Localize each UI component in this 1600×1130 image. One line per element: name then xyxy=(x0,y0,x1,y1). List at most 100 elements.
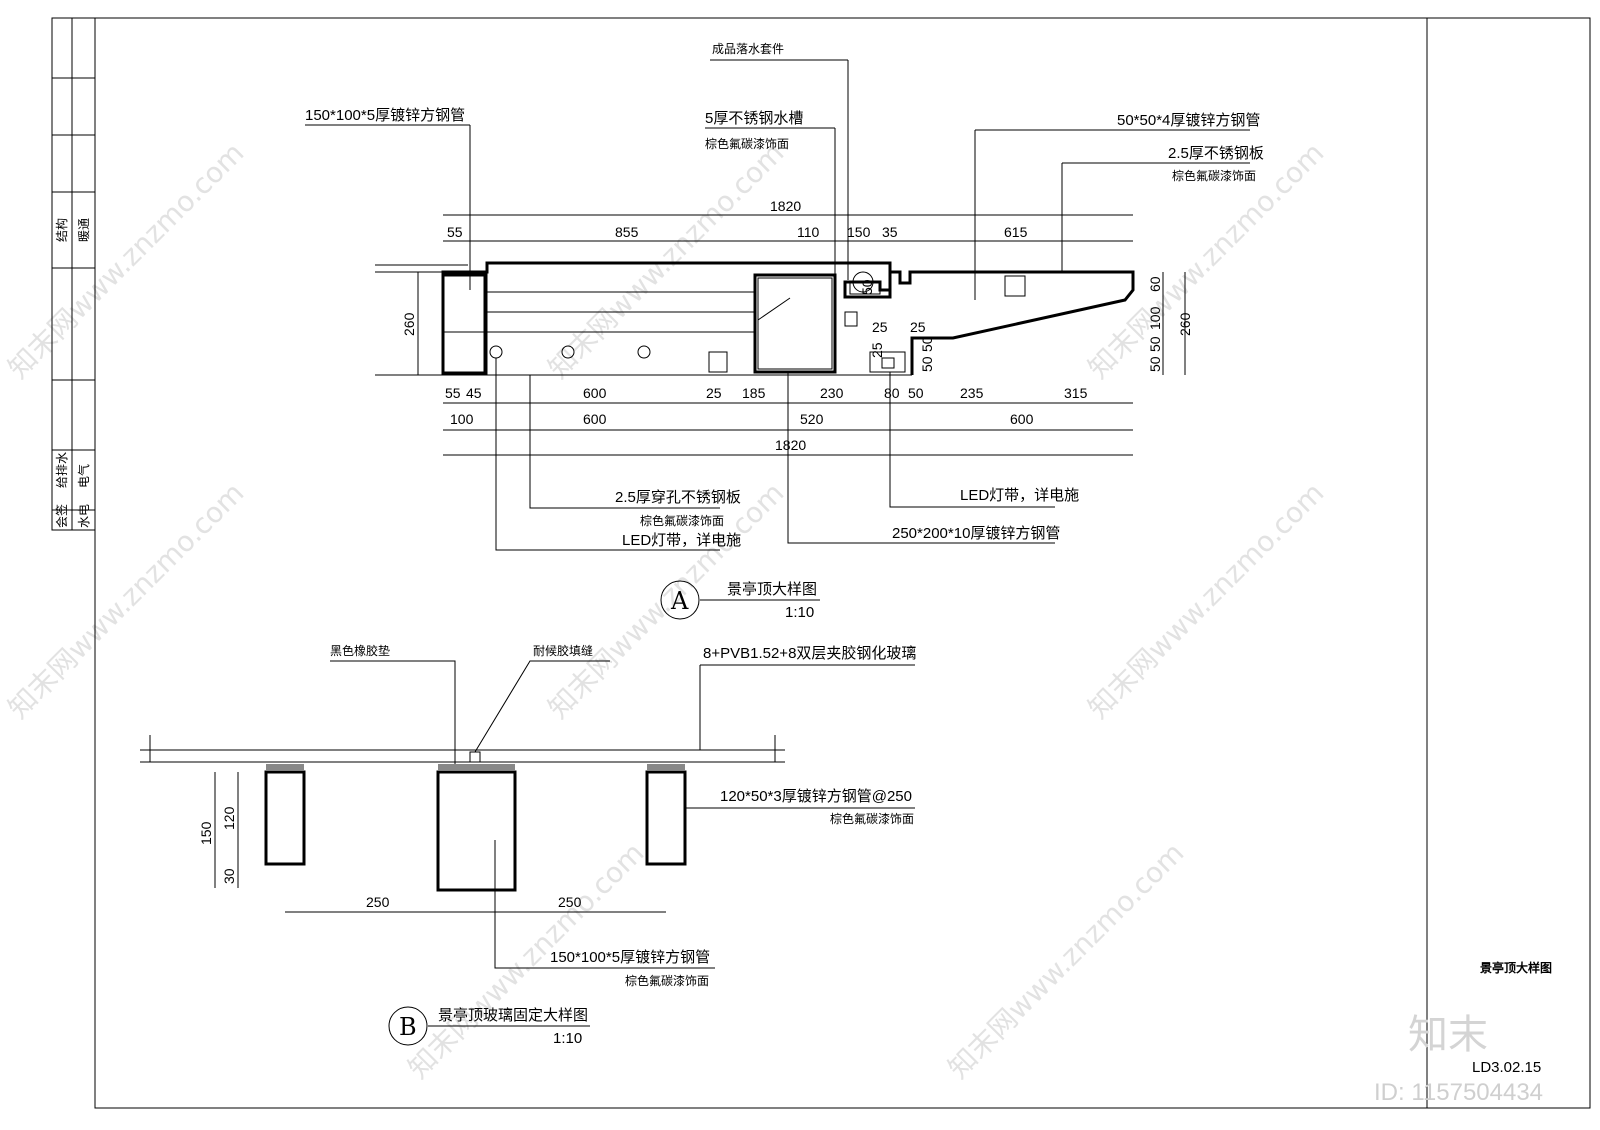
gutter xyxy=(849,281,881,295)
label-plate-25-finish: 棕色氟碳漆饰面 xyxy=(1172,168,1256,183)
sidebar-cell: 电气 xyxy=(76,464,91,488)
led-strip xyxy=(881,357,895,369)
dim-text: 1820 xyxy=(775,437,806,453)
label-gutter-finish: 棕色氟碳漆饰面 xyxy=(705,136,789,151)
watermark: 知末网www.znzmo.com xyxy=(542,136,791,385)
leader xyxy=(495,358,720,551)
label-plate-25: 2.5厚不锈钢板 xyxy=(1168,144,1264,162)
drain-kit xyxy=(852,271,874,293)
sign-off-table: 结构 暖通 给排水 电气 会签 水电 xyxy=(51,17,96,531)
label-gutter: 5厚不锈钢水槽 xyxy=(705,110,803,127)
watermark: 知末网www.znzmo.com xyxy=(2,136,251,385)
label-tube-150: 150*100*5厚镀锌方钢管 xyxy=(550,949,710,966)
sidebar-cell: 水电 xyxy=(77,504,91,528)
detail-b-title: 景亭顶玻璃固定大样图 xyxy=(438,1006,588,1024)
rubber-pad xyxy=(647,764,685,770)
rubber-pad xyxy=(266,764,304,770)
dim-text: 50 xyxy=(919,356,935,372)
label-tube-120-finish: 棕色氟碳漆饰面 xyxy=(830,811,914,826)
dim-text: 150 xyxy=(847,224,871,240)
label-rubber: 黑色橡胶垫 xyxy=(330,643,390,658)
label-square-tube-250: 250*200*10厚镀锌方钢管 xyxy=(892,525,1060,542)
label-square-tube-50: 50*50*4厚镀锌方钢管 xyxy=(1117,112,1260,129)
sidebar-cell: 会签 xyxy=(54,504,69,528)
dim-text: 35 xyxy=(882,224,898,240)
dim-text: 80 xyxy=(884,385,900,401)
dim-text: 55 xyxy=(447,224,463,240)
dim-text: 55 xyxy=(445,385,461,401)
square-tube-250 xyxy=(753,273,837,374)
dim-text: 150 xyxy=(198,821,214,845)
dim-text: 520 xyxy=(800,411,824,427)
sidebar-cell: 给排水 xyxy=(55,452,69,488)
dim-text: 235 xyxy=(960,385,984,401)
tube-150 xyxy=(436,770,517,892)
led-bracket xyxy=(869,351,906,373)
tube-hatch xyxy=(757,297,791,321)
watermark: 知末网www.znzmo.com xyxy=(942,836,1191,1085)
dim-text: 100 xyxy=(450,411,474,427)
dim-text: 260 xyxy=(401,312,417,336)
drawing-name: 景亭顶大样图 xyxy=(1480,960,1552,975)
dim-text: 1820 xyxy=(770,198,801,214)
label-perforated: 2.5厚穿孔不锈钢板 xyxy=(615,488,741,506)
dim-text: 50 xyxy=(1147,336,1163,352)
tube-120 xyxy=(645,770,687,866)
drain-pipe xyxy=(844,311,858,327)
dim-text: 600 xyxy=(1010,411,1034,427)
leader xyxy=(889,372,1055,508)
logo: 知末 xyxy=(1408,1013,1488,1057)
label-led-right: LED灯带，详电施 xyxy=(960,487,1079,504)
dim-text: 25 xyxy=(869,342,885,358)
label-tube-120: 120*50*3厚镀锌方钢管@250 xyxy=(720,788,912,805)
label-glass: 8+PVB1.52+8双层夹胶钢化玻璃 xyxy=(703,645,916,662)
led-fixture xyxy=(637,345,651,359)
dim-text: 60 xyxy=(1147,276,1163,292)
dim-text: 45 xyxy=(466,385,482,401)
detail-marker-a xyxy=(660,580,700,620)
marker-a-letter: A xyxy=(670,587,689,615)
dim-text: 120 xyxy=(221,806,237,830)
leader xyxy=(330,660,456,764)
watermark-layer: 知末网www.znzmo.com 知末网www.znzmo.com 知末网www… xyxy=(2,136,1331,1085)
dim-text: 230 xyxy=(820,385,844,401)
rubber-pad xyxy=(438,764,515,770)
dim-text: 50 xyxy=(1147,356,1163,372)
dim-text: 50 xyxy=(908,385,924,401)
dim-text: 110 xyxy=(797,224,820,240)
dim-text: 50 xyxy=(859,279,875,295)
detail-b: 150 120 30 250 250 黑色橡胶垫 耐候胶填缝 8+PVB1.52… xyxy=(140,643,916,1047)
detail-a-title: 景亭顶大样图 xyxy=(727,580,817,598)
id-text: ID: 1157504434 xyxy=(1374,1079,1543,1106)
sheet-number: LD3.02.15 xyxy=(1472,1059,1541,1076)
dim-text: 25 xyxy=(910,319,926,335)
dim-text: 855 xyxy=(615,224,639,240)
label-led-left: LED灯带，详电施 xyxy=(622,532,741,549)
dim-text: 250 xyxy=(558,894,582,910)
dim-text: 25 xyxy=(706,385,722,401)
square-tube-250-inner xyxy=(757,277,833,370)
label-perforated-finish: 棕色氟碳漆饰面 xyxy=(640,513,724,528)
led-fixture xyxy=(561,345,575,359)
leader xyxy=(494,840,715,969)
sidebar-cell: 暖通 xyxy=(77,218,91,242)
label-tube-150-finish: 棕色氟碳漆饰面 xyxy=(625,973,709,988)
sealant xyxy=(469,751,481,763)
dim-text: 30 xyxy=(221,868,237,884)
detail-marker-b xyxy=(388,1006,428,1046)
dim-text: 185 xyxy=(742,385,766,401)
label-sealant: 耐候胶填缝 xyxy=(533,643,593,658)
detail-a: 1820 55 855 110 150 35 615 55 45 600 25 … xyxy=(305,42,1264,621)
dim-text: 250 xyxy=(366,894,390,910)
dim-text: 25 xyxy=(872,319,888,335)
tube-120 xyxy=(264,770,306,866)
watermark: 知末网www.znzmo.com xyxy=(2,476,251,725)
leader xyxy=(474,660,610,753)
dim-text: 100 xyxy=(1147,306,1163,330)
small-tube xyxy=(708,351,728,373)
square-tube-150 xyxy=(441,273,487,375)
marker-b-letter: B xyxy=(399,1013,417,1041)
detail-a-scale: 1:10 xyxy=(785,604,814,621)
dim-text: 615 xyxy=(1004,224,1028,240)
